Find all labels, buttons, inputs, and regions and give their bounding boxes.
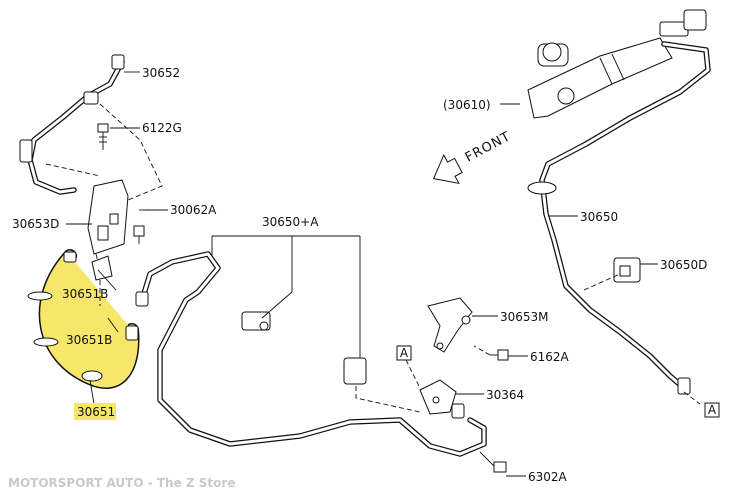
clutch-tube-30650 bbox=[527, 41, 711, 395]
ref-a-left-label: A bbox=[400, 346, 409, 360]
bolt-6302a bbox=[479, 451, 507, 473]
label-30650d: 30650D bbox=[660, 258, 707, 272]
tube-clip-center bbox=[343, 357, 367, 385]
footer-watermark: MOTORSPORT AUTO - The Z Store bbox=[8, 476, 235, 490]
dash-30650d bbox=[583, 273, 621, 291]
bolt-30062a bbox=[133, 225, 145, 244]
master-cylinder-30610 bbox=[527, 9, 707, 119]
bolt-6162a bbox=[490, 349, 509, 361]
label-30652: 30652 bbox=[142, 66, 180, 80]
tube-clip-middle bbox=[241, 311, 271, 331]
label-30062a: 30062A bbox=[170, 203, 217, 217]
label-30364: 30364 bbox=[486, 388, 524, 402]
bolt-6122g bbox=[97, 123, 109, 150]
label-6162a: 6162A bbox=[530, 350, 570, 364]
clip-30650d bbox=[613, 257, 641, 283]
bracket-30364 bbox=[419, 379, 465, 419]
label-30610: (30610) bbox=[443, 98, 491, 112]
ref-box-a-right: A bbox=[704, 402, 720, 418]
label-6122g: 6122G bbox=[142, 121, 182, 135]
label-30651b-bottom: 30651B bbox=[66, 333, 112, 347]
label-6302a: 6302A bbox=[528, 470, 568, 484]
dash-6162a bbox=[473, 345, 491, 356]
label-30651b-top: 30651B bbox=[62, 287, 108, 301]
label-30651: 30651 bbox=[77, 405, 115, 419]
ref-box-a-left: A bbox=[396, 345, 412, 361]
dash-to-30364 bbox=[355, 386, 421, 413]
dash-30652-bracket bbox=[99, 103, 163, 201]
label-30651-highlight: 30651 bbox=[74, 403, 116, 420]
ref-a-right-label: A bbox=[708, 403, 717, 417]
front-label: FRONT bbox=[463, 129, 514, 165]
clutch-line-30652 bbox=[19, 54, 125, 195]
clutch-hose-30651 bbox=[27, 249, 140, 389]
label-30650a: 30650+A bbox=[262, 215, 319, 229]
dash-ref-a-left bbox=[405, 359, 421, 389]
dash-ref-a-right bbox=[683, 391, 701, 405]
label-30653d: 30653D bbox=[12, 217, 59, 231]
label-30650: 30650 bbox=[580, 210, 618, 224]
label-30653m: 30653M bbox=[500, 310, 549, 324]
front-direction-arrow bbox=[432, 153, 463, 184]
clutch-tube-middle bbox=[135, 251, 487, 457]
dash-left-end bbox=[45, 163, 101, 177]
dash-clip-upper bbox=[95, 253, 99, 263]
clip-30651b-upper bbox=[91, 255, 113, 281]
bracket-30653d bbox=[87, 179, 129, 255]
bracket-30653m bbox=[427, 297, 473, 353]
